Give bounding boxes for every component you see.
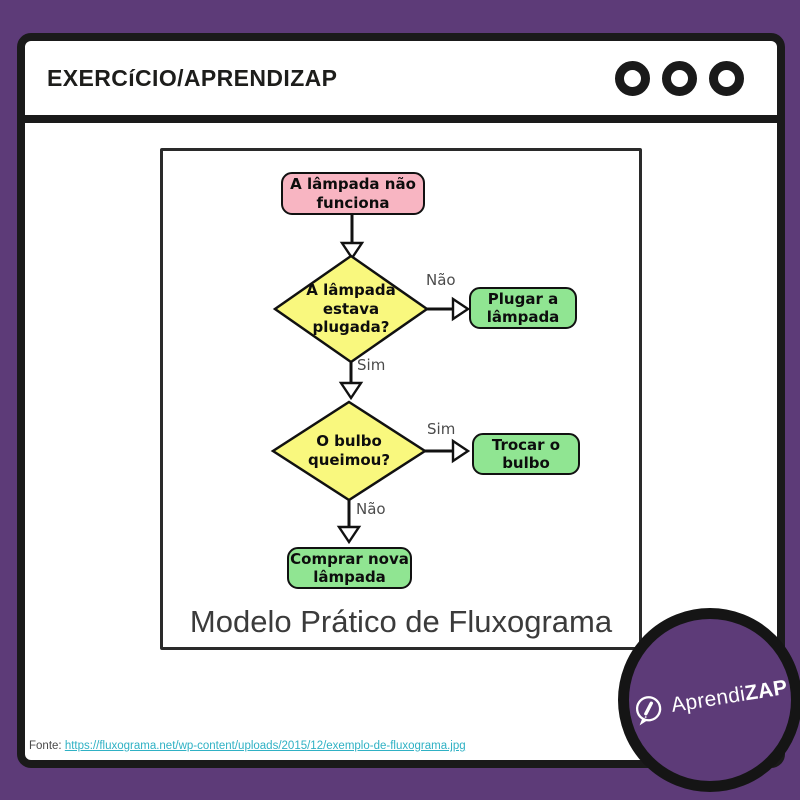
arrow-right-icon	[451, 438, 471, 464]
flow-node-start: A lâmpada não funciona	[281, 172, 425, 215]
brand-bold: ZAP	[742, 675, 789, 706]
decision-diamond	[272, 254, 430, 364]
flow-node-swap: Trocar o bulbo	[472, 433, 580, 475]
flow-node-buy: Comprar nova lâmpada	[287, 547, 412, 589]
edge-label-nao: Não	[426, 271, 456, 289]
brand-wordmark: AprendiZAP	[669, 676, 789, 718]
flow-node-plug: Plugar a lâmpada	[469, 287, 577, 329]
aprendizap-badge: AprendiZAP	[618, 608, 800, 792]
flowchart-frame: A lâmpada não funciona A lâmpada estava …	[160, 148, 642, 650]
arrow-down-icon	[339, 241, 365, 261]
window-dot-icon	[662, 60, 697, 96]
edge-label-sim: Sim	[357, 356, 386, 374]
page-title: EXERCíCIO/APRENDIZAP	[47, 64, 338, 91]
source-link[interactable]: https://fluxograma.net/wp-content/upload…	[64, 740, 466, 752]
flowchart-connectors	[270, 215, 471, 545]
window-controls	[615, 60, 744, 96]
pencil-bubble-icon	[635, 696, 662, 726]
window-dot-icon	[615, 60, 650, 96]
browser-window: EXERCíCIO/APRENDIZAP	[17, 33, 785, 768]
source-line: Fonte: https://fluxograma.net/wp-content…	[29, 740, 466, 752]
brand-regular: Aprendi	[669, 682, 747, 717]
window-dot-icon	[709, 60, 744, 96]
edge-label-nao: Não	[356, 500, 386, 518]
decision-diamond	[270, 400, 428, 502]
flowchart-caption: Modelo Prático de Fluxograma	[189, 604, 613, 639]
window-titlebar: EXERCíCIO/APRENDIZAP	[25, 41, 777, 123]
arrow-down-icon	[338, 381, 364, 401]
arrow-down-icon	[336, 525, 362, 545]
edge-label-sim: Sim	[427, 420, 456, 438]
source-label: Fonte:	[29, 740, 62, 752]
arrow-right-icon	[451, 296, 471, 322]
